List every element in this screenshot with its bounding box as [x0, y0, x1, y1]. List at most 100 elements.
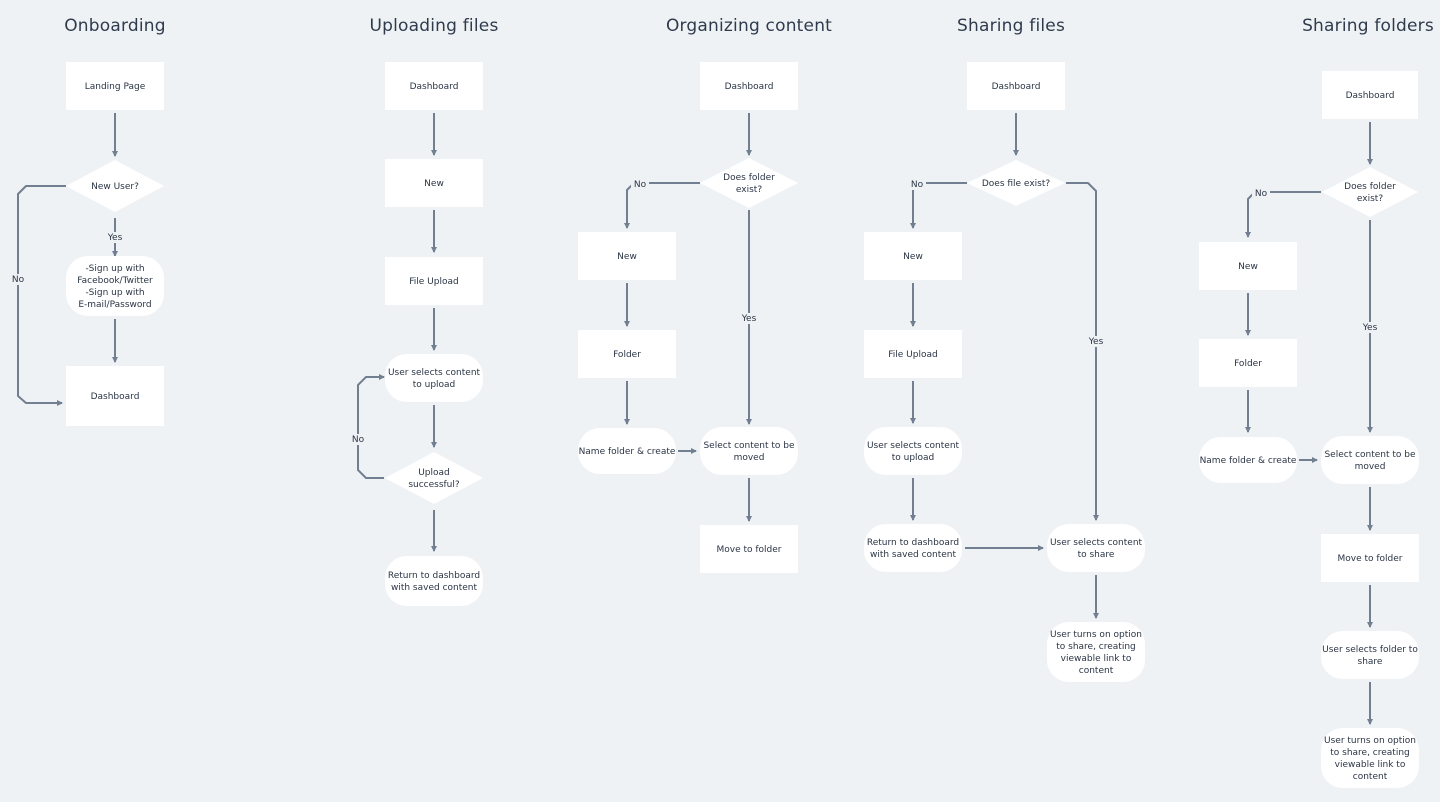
node-label: New User?	[91, 182, 139, 192]
flow-title-sharing-files: Sharing files	[956, 16, 1066, 36]
node-label: File Upload	[888, 350, 937, 360]
connectors	[17, 113, 1373, 725]
edge-label-bg	[349, 434, 367, 445]
flow-node-diamond: Does folder exist?	[1322, 167, 1418, 217]
node-label: Does file exist?	[982, 179, 1051, 189]
process-box	[66, 62, 164, 110]
flow-node-rect: Move to folder	[1321, 534, 1419, 582]
node-label: User selects folder to	[1322, 645, 1418, 655]
node-label: successful?	[408, 480, 460, 490]
flow-node-rect: New	[578, 232, 676, 280]
flow-node-pill: User selects folder to share	[1321, 631, 1419, 679]
edge-label: No	[352, 435, 365, 445]
process-box	[1199, 339, 1297, 387]
process-box	[967, 62, 1065, 110]
node-label: Move to folder	[716, 545, 781, 555]
connector-arrow	[1245, 191, 1321, 238]
flow-node-rect: Dashboard	[66, 366, 164, 426]
node-label: Return to dashboard	[867, 538, 959, 548]
node-label: Move to folder	[1337, 554, 1402, 564]
process-box	[700, 62, 798, 110]
flow-node-rect: Dashboard	[1322, 71, 1418, 119]
decision-diamond	[700, 158, 798, 208]
node-label: Dashboard	[410, 82, 459, 92]
flow-title-organizing-content: Organizing content	[665, 16, 833, 36]
decision-diamond	[66, 160, 164, 212]
node-label: content	[1079, 666, 1114, 676]
edge-label-bg	[1084, 336, 1108, 347]
flow-node-rect: New	[1199, 242, 1297, 290]
node-label: Folder	[1234, 359, 1262, 369]
flow-title-sharing-folders: Sharing folders	[1302, 16, 1434, 36]
edge-label: Yes	[107, 233, 123, 243]
node-label: exist?	[1357, 194, 1383, 204]
terminal-pill	[1321, 728, 1419, 788]
node-label: with saved content	[391, 583, 478, 593]
node-label: moved	[1355, 462, 1386, 472]
edge-label: No	[634, 180, 647, 190]
node-label: to share, creating	[1056, 642, 1136, 652]
terminal-pill	[864, 524, 962, 572]
node-label: User turns on option	[1050, 630, 1142, 640]
edge-label: No	[1255, 189, 1268, 199]
node-label: Does folder	[1344, 182, 1396, 192]
terminal-pill	[1199, 437, 1297, 483]
process-box	[700, 525, 798, 573]
node-label: share	[1358, 657, 1383, 667]
terminal-pill	[385, 556, 483, 606]
edge-label-bg	[9, 274, 27, 285]
node-label: viewable link to	[1061, 654, 1132, 664]
flow-node-rect: New	[385, 159, 483, 207]
node-label: moved	[734, 453, 765, 463]
connector-arrow	[17, 185, 66, 406]
edge-label-bg	[1252, 188, 1270, 199]
process-box	[1199, 242, 1297, 290]
flow-node-pill: Name folder & create	[1199, 437, 1297, 483]
node-label: User turns on option	[1324, 736, 1416, 746]
node-label: content	[1353, 772, 1388, 782]
connector-arrow	[1066, 182, 1099, 521]
process-box	[385, 159, 483, 207]
flow-title-uploading-files: Uploading files	[369, 16, 499, 36]
node-label: to share	[1078, 550, 1115, 560]
flow-node-rect: Folder	[1199, 339, 1297, 387]
flow-node-rect: File Upload	[385, 257, 483, 305]
node-label: New	[903, 252, 923, 262]
node-label: Dashboard	[725, 82, 774, 92]
node-label: Dashboard	[992, 82, 1041, 92]
process-box	[385, 62, 483, 110]
edge-label: Yes	[1088, 337, 1104, 347]
node-label: New	[1238, 262, 1258, 272]
process-box	[1321, 534, 1419, 582]
node-label: New	[424, 179, 444, 189]
flow-node-rect: New	[864, 232, 962, 280]
edge-label: No	[12, 275, 25, 285]
node-label: exist?	[736, 185, 762, 195]
flow-node-pill: User turns on option to share, creating vi…	[1047, 622, 1145, 682]
decision-diamond	[967, 160, 1065, 206]
edge-label: Yes	[1362, 323, 1378, 333]
terminal-pill	[700, 427, 798, 475]
node-label: User selects content	[867, 441, 960, 451]
terminal-pill	[864, 427, 962, 475]
flow-node-rect: Folder	[578, 330, 676, 378]
node-label: User selects content	[388, 368, 481, 378]
edge-label-bg	[1358, 322, 1382, 333]
terminal-pill	[1321, 631, 1419, 679]
flow-node-rect: Landing Page	[66, 62, 164, 110]
flow-node-pill: Return to dashboard with saved content	[864, 524, 962, 572]
node-label: -Sign up with	[85, 264, 144, 274]
node-label: Facebook/Twitter	[77, 276, 153, 286]
node-label: with saved content	[870, 550, 957, 560]
node-label: E-mail/Password	[78, 300, 151, 310]
flow-node-rect: Dashboard	[700, 62, 798, 110]
process-box	[66, 366, 164, 426]
process-box	[578, 232, 676, 280]
terminal-pill	[385, 354, 483, 402]
